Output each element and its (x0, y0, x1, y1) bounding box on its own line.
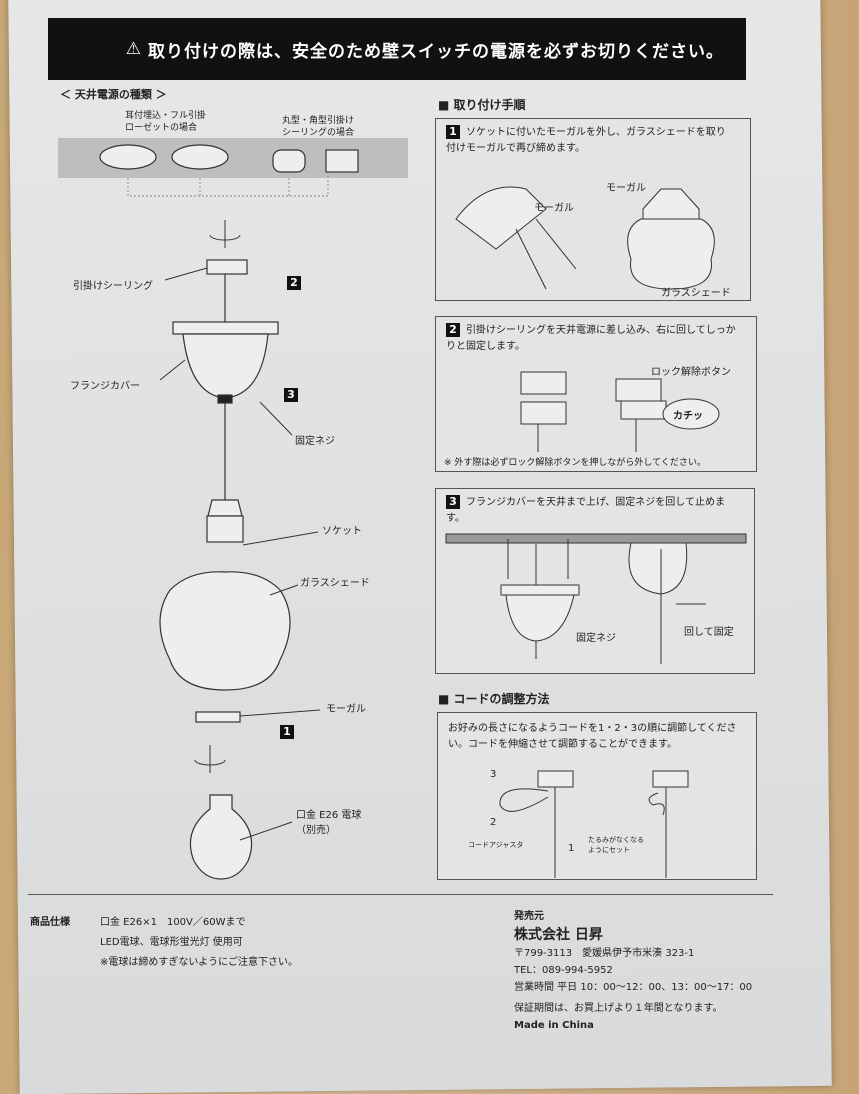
round-ceiling (272, 149, 306, 173)
square-ceiling (325, 149, 359, 173)
cord-slack-label: たるみがなくなる ようにセット (588, 836, 644, 854)
label-socket: ソケット (322, 526, 362, 537)
step-3-illustration (445, 533, 747, 664)
label-ceiling-connector: 引掛けシーリング (73, 281, 153, 292)
label-fixing-screw: 固定ネジ (295, 436, 335, 447)
seller-address: 〒799-3113 愛媛県伊予市米湊 323-1 (514, 948, 695, 959)
glass-shade (159, 571, 291, 691)
label-bulb: 口金 E26 電球 （別売） (296, 810, 362, 836)
spec-label: 商品仕様 (30, 917, 70, 928)
seller-label: 発売元 (514, 911, 544, 922)
cord-title-text: コードの調整方法 (453, 692, 550, 706)
marker-step-1: 1 (280, 725, 294, 739)
mogul-ring (195, 711, 241, 723)
socket (207, 499, 243, 517)
seller-company: 株式会社 日昇 (514, 927, 603, 943)
cord-text: お好みの長さになるようコードを1・2・3の順に調節してください。コードを伸縮させ… (448, 723, 737, 750)
footer-divider (28, 894, 773, 895)
spec-lines: 口金 E26×1 100V／60Wまで LED電球、電球形蛍光灯 使用可 ※電球… (100, 913, 298, 973)
step-3-text: フランジカバーを天井まで上げ、固定ネジを回して止めます。 (446, 497, 725, 524)
step-1-label-mogul-a: モーガル (534, 203, 574, 214)
rosette-b (171, 144, 229, 170)
install-title: ■ 取り付け手順 (438, 98, 526, 112)
warning-triangle-icon: ⚠ (125, 39, 142, 59)
step-2-note: ※ 外す際は必ずロック解除ボタンを押しながら外してください。 (444, 458, 706, 468)
install-title-text: 取り付け手順 (453, 98, 526, 112)
step-3-number: 3 (446, 495, 460, 509)
warning-text: 取り付けの際は、安全のため壁スイッチの電源を必ずお切りください。 (148, 41, 724, 62)
marker-step-2: 2 (287, 276, 301, 290)
cord-adjuster-label: コードアジャスタ (468, 841, 524, 849)
marker-step-3: 3 (284, 388, 298, 402)
label-mogul: モーガル (326, 704, 366, 715)
spec-line-2: LED電球、電球形蛍光灯 使用可 (100, 937, 243, 948)
step-2-text: 引掛けシーリングを天井電源に差し込み、右に回してしっかりと固定します。 (446, 325, 736, 352)
ceiling-type-b-label: 丸型・角型引掛け シーリングの場合 (282, 116, 355, 138)
spec-line-3: ※電球は締めすぎないようにご注意下さい。 (100, 957, 298, 968)
cord-title: ■ コードの調整方法 (438, 692, 550, 706)
cord-box: お好みの長さになるようコードを1・2・3の順に調節してください。コードを伸縮させ… (437, 712, 757, 880)
ceiling-connector (206, 259, 248, 275)
step-1-text: ソケットに付いたモーガルを外し、ガラスシェードを取り付けモーガルで再び締めます。 (446, 127, 726, 154)
seller-tel: TEL：089-994-5952 (514, 965, 613, 976)
seller-origin: Made in China (514, 1020, 594, 1031)
cord-step-3: 3 (490, 769, 497, 780)
step-3-label-rotate: 回して固定 (684, 627, 734, 638)
step-1-label-mogul-b: モーガル (606, 183, 646, 194)
spec-line-1: 口金 E26×1 100V／60Wまで (100, 917, 246, 928)
label-flange-cover: フランジカバー (70, 381, 140, 392)
step-1-illustration (455, 186, 715, 290)
cord-step-1: 1 (568, 843, 575, 854)
step-3-label-screw: 固定ネジ (576, 633, 616, 644)
step-2-number: 2 (446, 323, 460, 337)
warning-banner: ⚠ 取り付けの際は、安全のため壁スイッチの電源を必ずお切りください。 (48, 18, 746, 80)
step-1-label-shade: ガラスシェード (661, 288, 731, 299)
step-1-number: 1 (446, 125, 460, 139)
seller-hours: 営業時間 平日 10：00～12：00、13：00～17：00 (514, 982, 753, 993)
cord-step-2: 2 (490, 817, 497, 828)
label-glass-shade: ガラスシェード (300, 578, 370, 589)
step-2-illustration (520, 371, 720, 452)
step-2-label-lock-button: ロック解除ボタン (651, 367, 731, 378)
seller-info: 発売元 株式会社 日昇 〒799-3113 愛媛県伊予市米湊 323-1 TEL… (514, 908, 752, 1034)
ceiling-types-title: ＜ 天井電源の種類 ＞ (60, 88, 167, 101)
seller-warranty: 保証期間は、お買上げより１年間となります。 (514, 1003, 723, 1014)
flange-plate (172, 321, 279, 335)
bulb (189, 794, 253, 880)
flange-cover (182, 333, 269, 399)
ceiling-type-a-label: 耳付埋込・フル引掛 ローゼットの場合 (125, 111, 207, 133)
cord-illustration (499, 770, 689, 878)
step-2-label-click: カチッ (673, 411, 703, 422)
rosette-a (99, 144, 157, 170)
